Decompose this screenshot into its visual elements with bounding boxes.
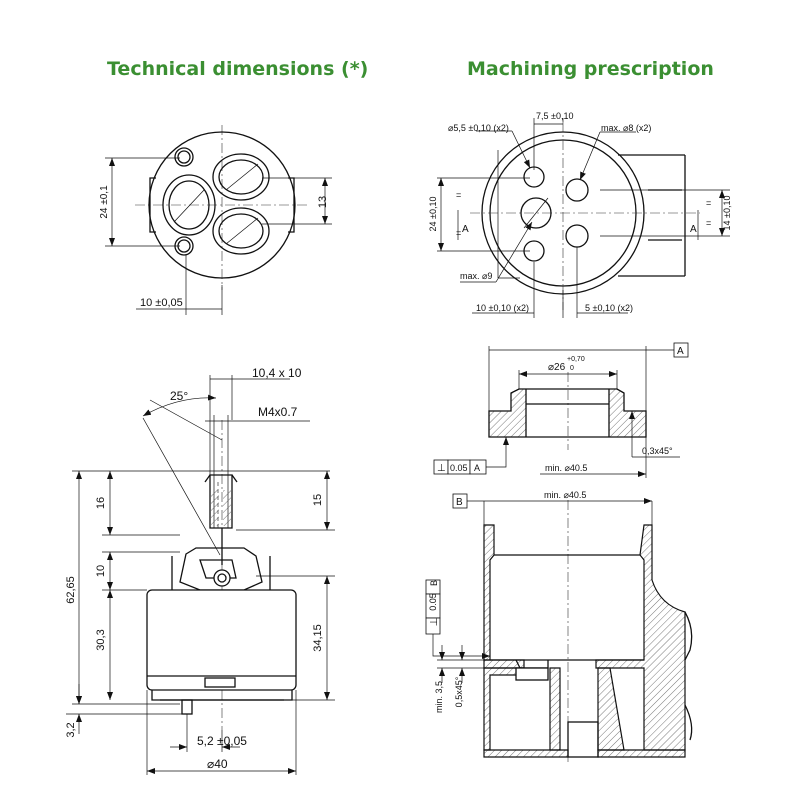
chamfer-ring-label: 0,3x45°: [642, 446, 673, 456]
perpendicularity-b: B 0.05 ⊥: [425, 579, 490, 659]
body-section: [483, 500, 693, 765]
perp-b-ref: B: [429, 580, 439, 586]
dimension-3-2: 3,2: [65, 684, 182, 738]
dim-d40-label: ⌀40: [207, 757, 228, 771]
max9-label: max. ⌀9: [460, 271, 492, 281]
datum-b: B min. ⌀40.5: [452, 490, 653, 525]
dimension-10-4: 10,4 x 10: [209, 366, 302, 475]
technical-dimensions-title: Technical dimensions (*): [107, 58, 369, 80]
max8-label: max. ⌀8 (x2): [601, 123, 651, 133]
perp-a-value: 0.05: [450, 463, 468, 473]
min405-ring-label: min. ⌀40.5: [545, 463, 587, 473]
dimension-24: 24 ±0,1: [99, 157, 180, 247]
eq-4: =: [706, 218, 711, 228]
perp-b-symbol: ⊥: [429, 618, 440, 627]
dimension-d75: 7,5 ±0,10: [533, 111, 573, 170]
top-view-cartridge: [135, 125, 310, 290]
dimension-d26: ⌀26 +0,70 0: [518, 356, 618, 389]
dimension-5-2: 5,2 ±0,05: [170, 714, 247, 752]
dimension-d10-d5: 10 ±0,10 (x2) 5 ±0,10 (x2): [472, 247, 633, 318]
dimension-25-deg: 25°: [142, 389, 223, 556]
min405-body-label: min. ⌀40.5: [544, 490, 586, 500]
dim-13-label: 13: [317, 196, 329, 208]
dim-34-15-label: 34,15: [312, 624, 324, 652]
dimension-max8: max. ⌀8 (x2): [579, 123, 651, 181]
machining-prescription-title: Machining prescription: [467, 58, 714, 80]
section-a-left: A: [462, 224, 469, 235]
d5-label: 5 ±0,10 (x2): [585, 303, 633, 313]
eq-3: =: [706, 198, 711, 208]
dimension-34-15: 34,15: [256, 575, 335, 701]
dim-5-2-label: 5,2 ±0,05: [197, 734, 247, 748]
d26-tol-up: +0,70: [567, 356, 585, 363]
section-markers-a: A A: [457, 210, 699, 240]
dim-15-label: 15: [312, 494, 324, 506]
eq-1: =: [456, 190, 461, 200]
d26-tol-low: 0: [570, 365, 574, 372]
dimension-chamfer-ring: 0,3x45°: [629, 411, 680, 458]
min35-label: min. 3,5: [434, 681, 444, 713]
datum-a-label: A: [677, 346, 684, 357]
d14-label: 14 ±0,10: [722, 196, 732, 231]
dimension-10-side: 10: [95, 551, 180, 591]
dimension-62-65: 62,65: [65, 470, 330, 705]
dimension-min35-chamfer: min. 3,5 0,5x45°: [434, 645, 484, 713]
datum-b-label: B: [456, 497, 463, 508]
d10-right-label: 10 ±0,10 (x2): [476, 303, 529, 313]
dimension-min405-ring: min. ⌀40.5: [540, 437, 647, 478]
dimension-10: 10 ±0,05: [136, 255, 223, 315]
d55-label: ⌀5,5 ±0,10 (x2): [448, 123, 509, 133]
m4-label: M4x0.7: [258, 405, 298, 419]
dimension-m4: M4x0.7: [205, 405, 310, 482]
dim-10-side-label: 10: [95, 565, 107, 577]
dimension-max9: max. ⌀9: [460, 221, 533, 283]
side-view-cartridge: [146, 420, 297, 730]
angle-25-label: 25°: [170, 389, 188, 403]
dimension-d14: 14 ±0,10 = =: [600, 189, 732, 237]
eq-2: =: [456, 228, 461, 238]
dim-62-65-label: 62,65: [65, 576, 77, 604]
d24-right-label: 24 ±0,10: [428, 197, 438, 232]
perp-a-symbol: ⊥: [437, 463, 446, 474]
dimension-d24-right: 24 ±0,10 = =: [428, 177, 530, 252]
d26-label: ⌀26: [548, 362, 566, 373]
dim-16-label: 16: [95, 497, 107, 509]
d75-label: 7,5 ±0,10: [536, 111, 573, 121]
dim-10-4-label: 10,4 x 10: [252, 366, 302, 380]
datum-a: A: [488, 342, 689, 411]
dimension-d55: ⌀5,5 ±0,10 (x2): [448, 123, 531, 169]
dim-30-3-label: 30,3: [95, 629, 107, 650]
dimension-13: 13: [262, 177, 332, 225]
dimension-30-3: 30,3: [95, 590, 113, 700]
ring-section: [488, 372, 647, 450]
dim-3-2-label: 3,2: [65, 722, 77, 737]
dimension-15: 15: [236, 471, 335, 531]
dimension-d40: ⌀40: [146, 690, 297, 775]
perp-b-value: 0.05: [428, 593, 438, 611]
chamfer-body-label: 0,5x45°: [454, 676, 464, 707]
dim-10-label: 10 ±0,05: [140, 297, 183, 309]
dim-24-label: 24 ±0,1: [99, 185, 110, 219]
perpendicularity-a: ⊥ 0.05 A: [433, 437, 509, 475]
perp-a-ref: A: [474, 463, 480, 473]
section-a-right: A: [690, 224, 697, 235]
dimension-16: 16: [95, 471, 180, 536]
machining-top-view: [470, 122, 700, 310]
